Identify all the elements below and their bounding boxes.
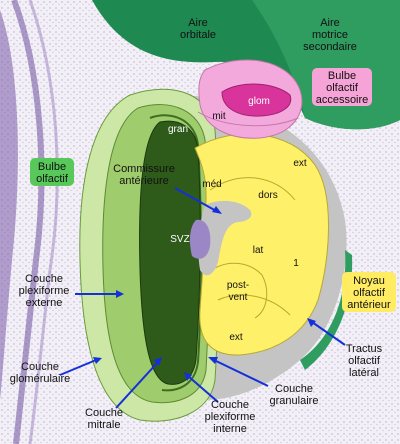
label-couche-mitrale: Couche mitrale xyxy=(85,407,123,431)
label-aire-motrice: Aire motrice secondaire xyxy=(303,17,357,53)
svg-text:Aire: Aire xyxy=(188,17,208,29)
svg-text:Couche: Couche xyxy=(275,383,313,395)
svg-text:Bulbe: Bulbe xyxy=(38,161,66,173)
label-bulbe-accessoire: Bulbe olfactif accessoire xyxy=(316,70,369,106)
svg-text:olfactif: olfactif xyxy=(326,82,359,94)
label-box-bulbe-olfactif xyxy=(30,158,74,186)
region-lat: lat xyxy=(253,245,264,256)
svg-text:Bulbe: Bulbe xyxy=(328,70,356,82)
svg-text:antérieure: antérieure xyxy=(119,175,169,187)
region-gran: gran xyxy=(168,124,188,135)
label-aire-orbitale: Aire orbitale xyxy=(180,17,216,41)
svg-text:Commissure: Commissure xyxy=(113,163,175,175)
label-box-noyau xyxy=(342,272,396,312)
aon-subdivision-line-1 xyxy=(209,177,296,201)
arrowhead-mitrale xyxy=(154,357,162,366)
region-mit: mit xyxy=(212,111,226,122)
mit-line xyxy=(197,111,299,127)
region-vent: vent xyxy=(229,292,248,303)
arrow-glomerulaire xyxy=(59,359,97,376)
region-med: méd xyxy=(202,179,221,190)
svg-text:interne: interne xyxy=(213,423,247,435)
svg-text:Aire: Aire xyxy=(320,17,340,29)
region-dors: dors xyxy=(258,190,277,201)
svg-text:Couche: Couche xyxy=(25,273,63,285)
label-box-bulbe-accessoire xyxy=(312,68,372,106)
label-couche-glomerulaire: Couche glomérulaire xyxy=(10,361,71,385)
svg-text:Couche: Couche xyxy=(211,399,249,411)
arrow-commissure xyxy=(174,187,219,213)
svg-text:secondaire: secondaire xyxy=(303,41,357,53)
arrow-granulaire xyxy=(213,359,269,387)
svg-text:plexiforme: plexiforme xyxy=(19,285,70,297)
arrowhead-granulaire xyxy=(208,357,218,364)
label-couche-plexiforme-externe: Couche plexiforme externe xyxy=(19,273,70,309)
region-one: 1 xyxy=(293,258,299,269)
ventricle-channel xyxy=(198,200,252,276)
svg-text:glomérulaire: glomérulaire xyxy=(10,373,71,385)
svg-text:orbitale: orbitale xyxy=(180,29,216,41)
arrow-tractus xyxy=(311,321,346,346)
svg-text:accessoire: accessoire xyxy=(316,94,369,106)
label-bulbe-olfactif: Bulbe olfactif xyxy=(36,161,69,185)
svg-text:olfactif: olfactif xyxy=(353,287,386,299)
region-ext-top: ext xyxy=(293,158,307,169)
arrowhead-commissure xyxy=(212,206,222,214)
glom-region xyxy=(221,83,292,117)
svg-text:Couche: Couche xyxy=(85,407,123,419)
arrow-plexiforme-interne xyxy=(187,375,219,403)
label-couche-granulaire: Couche granulaire xyxy=(270,383,319,407)
svg-text:plexiforme: plexiforme xyxy=(205,411,256,423)
arrowhead-tractus xyxy=(307,318,316,327)
aon-subdivision-line-2 xyxy=(217,294,291,316)
region-post: post- xyxy=(227,280,249,291)
svg-text:Tractus: Tractus xyxy=(346,343,383,355)
svg-text:antérieur: antérieur xyxy=(347,299,391,311)
svg-text:olfactif: olfactif xyxy=(36,173,69,185)
svg-text:latéral: latéral xyxy=(349,367,379,379)
tract-edge xyxy=(300,250,353,370)
label-commissure: Commissure antérieure xyxy=(113,163,175,187)
arrowhead-glomerulaire xyxy=(93,357,102,364)
svg-text:Noyau: Noyau xyxy=(353,275,385,287)
arrow-mitrale xyxy=(115,361,159,409)
aon-subdivision-line-3 xyxy=(214,262,268,319)
svz-region xyxy=(189,219,211,259)
arrowhead-plexiforme-interne xyxy=(184,372,192,381)
label-noyau: Noyau olfactif antérieur xyxy=(347,275,391,311)
svg-text:Couche: Couche xyxy=(21,361,59,373)
pointer-arrows xyxy=(59,187,346,409)
region-ext-bottom: ext xyxy=(229,332,243,343)
svg-text:mitrale: mitrale xyxy=(87,419,120,431)
label-couche-plexiforme-interne: Couche plexiforme interne xyxy=(205,399,256,435)
arrowhead-plexiforme-externe xyxy=(116,290,124,298)
svg-text:granulaire: granulaire xyxy=(270,395,319,407)
svg-text:externe: externe xyxy=(26,297,63,309)
granular-layer xyxy=(139,120,201,385)
svg-text:motrice: motrice xyxy=(312,29,348,41)
label-tractus: Tractus olfactif latéral xyxy=(346,343,383,379)
histology-layer-bands xyxy=(0,0,59,444)
region-glom: glom xyxy=(248,96,270,107)
region-svz: SVZ xyxy=(170,234,189,245)
svg-text:olfactif: olfactif xyxy=(348,355,381,367)
